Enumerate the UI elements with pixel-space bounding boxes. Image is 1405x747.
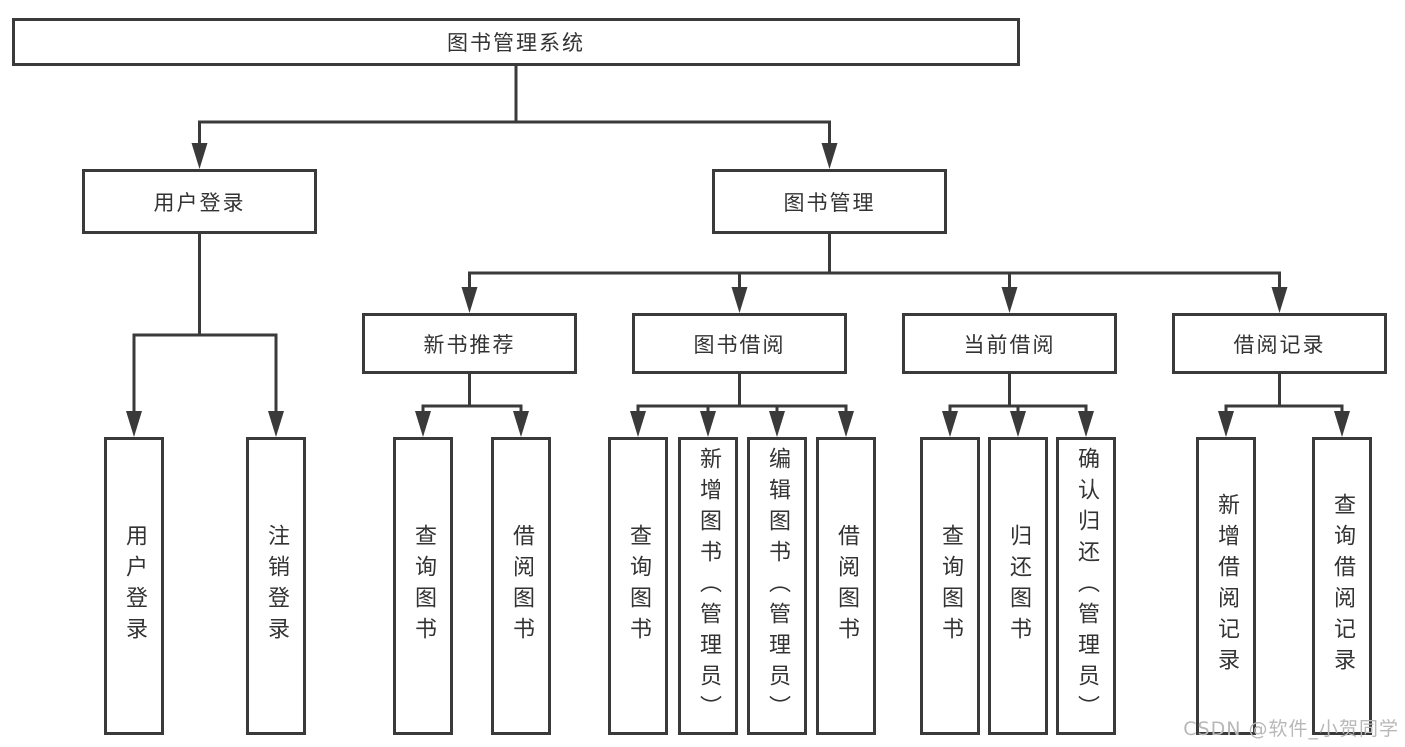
node-user-login-label: 用户登录 bbox=[153, 190, 246, 215]
node-borrow-records-label: 借阅记录 bbox=[1233, 332, 1326, 357]
arrow-down-icon bbox=[1334, 411, 1350, 437]
connector-borrow-records-children bbox=[1224, 374, 1344, 412]
arrow-down-icon bbox=[769, 411, 785, 437]
leaf-query-borrow-record: 查询借阅记录 bbox=[1312, 437, 1372, 735]
leaf-confirm-return-admin-label: 确认归还（管理员） bbox=[1074, 446, 1099, 726]
leaf-query-books-borrow: 查询图书 bbox=[608, 437, 668, 735]
arrow-down-icon bbox=[821, 143, 838, 169]
arrow-down-icon bbox=[731, 287, 748, 313]
node-root-label: 图书管理系统 bbox=[447, 31, 585, 55]
node-new-book-rec: 新书推荐 bbox=[362, 313, 577, 374]
arrow-down-icon bbox=[1271, 287, 1288, 313]
node-book-borrow-label: 图书借阅 bbox=[693, 332, 786, 357]
node-new-book-rec-label: 新书推荐 bbox=[423, 332, 516, 357]
arrow-down-icon bbox=[1001, 287, 1018, 313]
leaf-add-borrow-record: 新增借阅记录 bbox=[1196, 437, 1256, 735]
node-current-borrow: 当前借阅 bbox=[902, 313, 1117, 374]
arrowheads bbox=[126, 143, 1350, 437]
arrow-down-icon bbox=[1078, 411, 1094, 437]
connector-book-mgmt-children bbox=[468, 234, 1281, 288]
node-book-borrow: 图书借阅 bbox=[632, 313, 847, 374]
leaf-edit-book-admin: 编辑图书（管理员） bbox=[747, 437, 807, 735]
node-book-mgmt-label: 图书管理 bbox=[783, 190, 876, 215]
leaf-query-books-current-label: 查询图书 bbox=[938, 524, 963, 648]
arrow-down-icon bbox=[1218, 411, 1234, 437]
connector-book-borrow-children bbox=[636, 374, 848, 412]
arrow-down-icon bbox=[1010, 411, 1026, 437]
arrow-down-icon bbox=[700, 411, 716, 437]
leaf-query-books-recommend-label: 查询图书 bbox=[411, 524, 436, 648]
arrow-down-icon bbox=[630, 411, 646, 437]
leaf-user-login: 用户登录 bbox=[104, 437, 164, 735]
leaf-return-book-label: 归还图书 bbox=[1006, 524, 1031, 648]
connector-current-borrow-children bbox=[948, 374, 1088, 412]
leaf-borrow-books-recommend: 借阅图书 bbox=[491, 437, 551, 735]
leaf-logout-label: 注销登录 bbox=[264, 524, 289, 648]
watermark: CSDN @软件_小贺同学 bbox=[1183, 718, 1399, 740]
leaf-user-login-label: 用户登录 bbox=[122, 524, 147, 648]
leaf-edit-book-admin-label: 编辑图书（管理员） bbox=[765, 446, 790, 726]
arrow-down-icon bbox=[513, 411, 529, 437]
arrow-down-icon bbox=[126, 411, 142, 437]
arrow-down-icon bbox=[268, 411, 284, 437]
node-book-mgmt: 图书管理 bbox=[712, 169, 947, 234]
leaf-query-books-recommend: 查询图书 bbox=[393, 437, 453, 735]
leaf-add-book-admin-label: 新增图书（管理员） bbox=[696, 446, 721, 726]
leaf-confirm-return-admin: 确认归还（管理员） bbox=[1056, 437, 1116, 735]
leaf-add-book-admin: 新增图书（管理员） bbox=[678, 437, 738, 735]
arrow-down-icon bbox=[461, 287, 478, 313]
leaf-query-borrow-record-label: 查询借阅记录 bbox=[1330, 493, 1355, 679]
connector-new-book-rec-children bbox=[421, 374, 523, 412]
leaf-return-book: 归还图书 bbox=[988, 437, 1048, 735]
connector-root-to-level2 bbox=[198, 66, 831, 144]
leaf-logout: 注销登录 bbox=[246, 437, 306, 735]
leaf-borrow-books-borrow-label: 借阅图书 bbox=[834, 524, 859, 648]
leaf-borrow-books-borrow: 借阅图书 bbox=[816, 437, 876, 735]
arrow-down-icon bbox=[191, 143, 208, 169]
node-user-login: 用户登录 bbox=[82, 169, 317, 234]
leaf-add-borrow-record-label: 新增借阅记录 bbox=[1214, 493, 1239, 679]
node-current-borrow-label: 当前借阅 bbox=[963, 332, 1056, 357]
arrow-down-icon bbox=[838, 411, 854, 437]
leaf-query-books-current: 查询图书 bbox=[920, 437, 980, 735]
arrow-down-icon bbox=[942, 411, 958, 437]
leaf-query-books-borrow-label: 查询图书 bbox=[626, 524, 651, 648]
arrow-down-icon bbox=[415, 411, 431, 437]
leaf-borrow-books-recommend-label: 借阅图书 bbox=[509, 524, 534, 648]
connector-user-login-children bbox=[132, 234, 278, 412]
node-root: 图书管理系统 bbox=[12, 18, 1020, 66]
node-borrow-records: 借阅记录 bbox=[1172, 313, 1387, 374]
